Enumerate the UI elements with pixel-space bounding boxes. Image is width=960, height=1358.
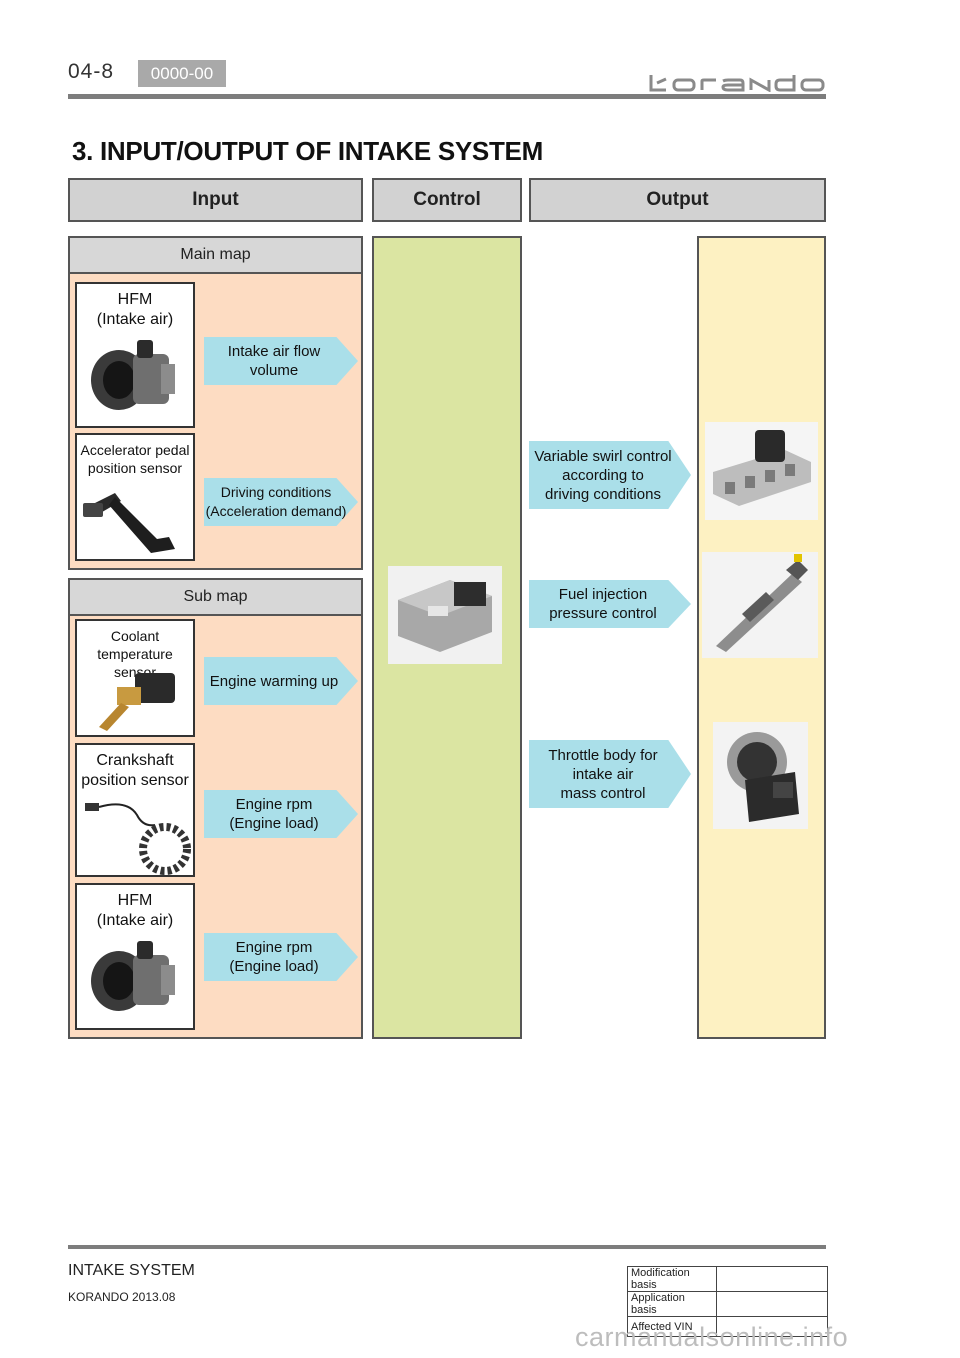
page-title: 3. INPUT/OUTPUT OF INTAKE SYSTEM [72,136,543,166]
footer-section-title: INTAKE SYSTEM [68,1262,195,1279]
watermark: carmanualsonline.info [575,1322,849,1352]
swirl-manifold-image-frame [705,422,818,520]
column-header-input: Input [68,178,363,222]
table-cell-value [716,1266,828,1292]
throttle-body-image-frame [713,722,808,829]
ecu-image [398,580,492,652]
table-row: Affected VIN [627,1316,828,1337]
header-rule [68,94,826,99]
crankshaft-sensor-image [85,803,191,875]
signal-arrow-driving-conditions: Driving conditions(Acceleration demand) [204,478,358,526]
table-row: Modification basis [627,1266,828,1292]
coolant-sensor-image [99,673,175,731]
hfm-sensor-image [91,941,175,1011]
section-code-badge: 0000-00 [138,60,226,87]
injector-image-frame [702,552,818,658]
ecu-image-frame [388,566,502,664]
table-cell-value [716,1291,828,1317]
fuel-injector-image [716,554,808,652]
footer-model: KORANDO 2013.08 [68,1290,176,1304]
revision-info-table: Modification basis Application basis Aff… [627,1266,828,1337]
table-cell-label: Modification basis [627,1266,717,1292]
table-row: Application basis [627,1291,828,1317]
page-number: 04-8 [68,60,115,83]
intake-manifold-image [713,430,811,506]
korando-logo [649,75,825,92]
signal-arrow-engine-warming-up: Engine warming up [204,657,358,705]
footer-rule [68,1245,826,1249]
signal-arrow-engine-rpm-1: Engine rpm(Engine load) [204,790,358,838]
hfm-sensor-box-2: HFM(Intake air) [75,883,195,1030]
sensor-label: HFM(Intake air) [96,892,174,929]
sensor-label: HFM(Intake air) [96,291,174,328]
column-header-control: Control [372,178,522,222]
hfm-sensor-box: HFM(Intake air) [75,282,195,428]
accelerator-pedal-image [83,493,175,553]
main-map-header: Main map [70,238,361,274]
table-cell-value [716,1316,828,1337]
sub-map-header: Sub map [70,580,361,616]
column-header-output: Output [529,178,826,222]
throttle-body-image [727,732,799,822]
table-cell-label: Affected VIN [627,1316,717,1337]
hfm-sensor-image [91,340,175,410]
table-cell-label: Application basis [627,1291,717,1317]
signal-arrow-engine-rpm-2: Engine rpm(Engine load) [204,933,358,981]
